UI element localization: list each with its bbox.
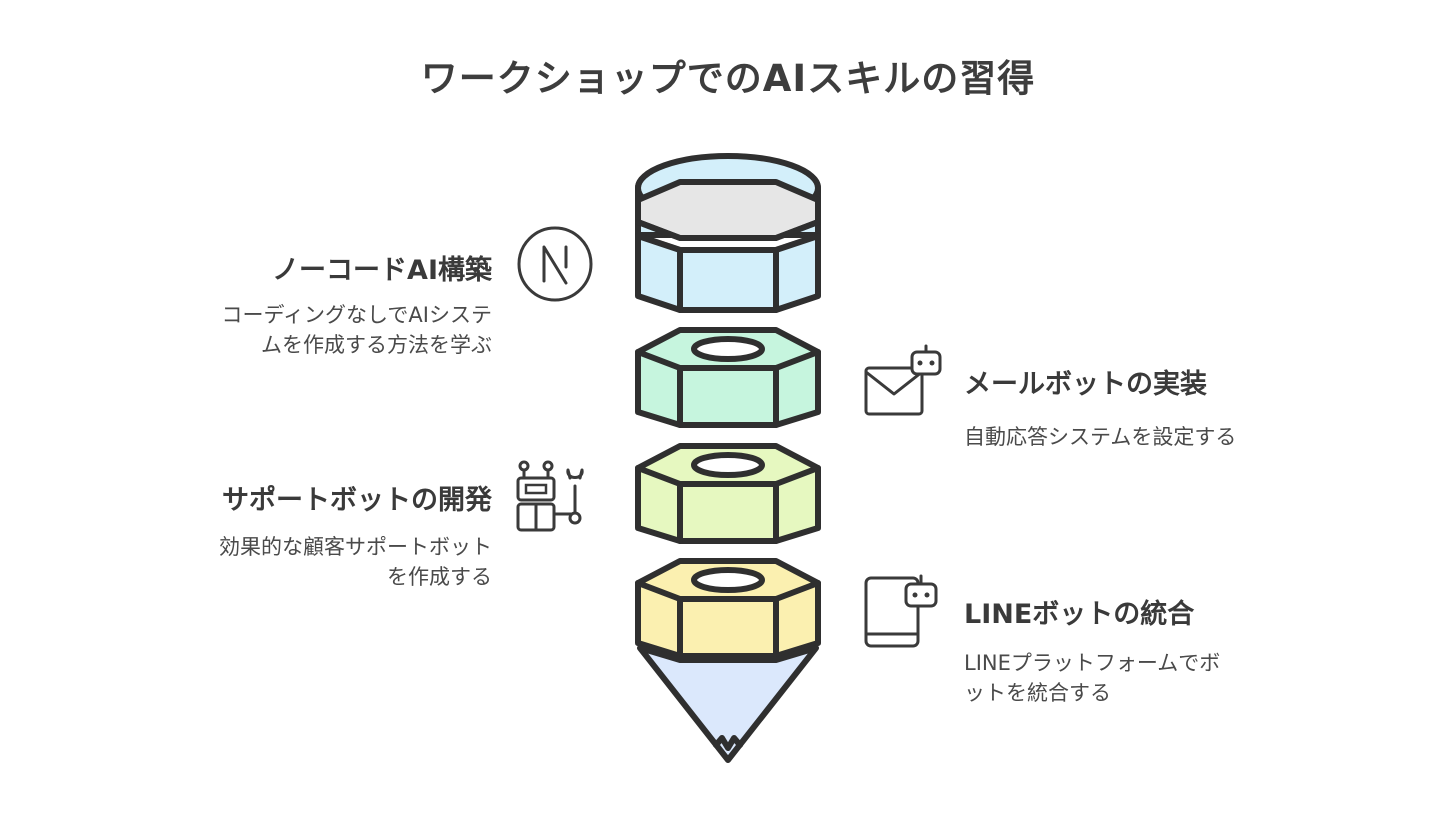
- diagram-title: ワークショップでのAIスキルの習得: [420, 57, 1036, 100]
- step-desc-linebot: LINEプラットフォームでボ ットを統合する: [964, 648, 1304, 708]
- mail-bot-icon: [864, 344, 942, 416]
- nut-1: [635, 327, 821, 428]
- step-heading-linebot: LINEボットの統合: [964, 599, 1195, 630]
- step-desc-mailbot: 自動応答システムを設定する: [964, 422, 1304, 452]
- pencil-tip: [637, 645, 819, 763]
- desc-line: 効果的な顧客サポートボット: [219, 535, 492, 559]
- step-heading-nocode: ノーコードAI構築: [272, 255, 492, 286]
- desc-line: 自動応答システムを設定する: [964, 425, 1237, 449]
- desc-line: ットを統合する: [964, 681, 1111, 705]
- phone-bot-icon: [864, 574, 938, 648]
- desc-line: コーディングなしでAIシステ: [221, 303, 492, 327]
- desc-line: ムを作成する方法を学ぶ: [261, 333, 492, 357]
- step-heading-mailbot: メールボットの実装: [964, 369, 1207, 400]
- nut-2: [635, 443, 821, 544]
- step-heading-supportbot: サポートボットの開発: [222, 485, 492, 516]
- step-desc-nocode: コーディングなしでAIシステ ムを作成する方法を学ぶ: [152, 300, 492, 360]
- desc-line: を作成する: [387, 565, 492, 589]
- nocode-n-icon: [517, 226, 593, 302]
- step-desc-supportbot: 効果的な顧客サポートボット を作成する: [152, 532, 492, 592]
- robot-wrench-icon: [516, 460, 584, 532]
- cap-section: [635, 153, 821, 313]
- desc-line: LINEプラットフォームでボ: [964, 651, 1221, 675]
- nut-3: [635, 558, 821, 659]
